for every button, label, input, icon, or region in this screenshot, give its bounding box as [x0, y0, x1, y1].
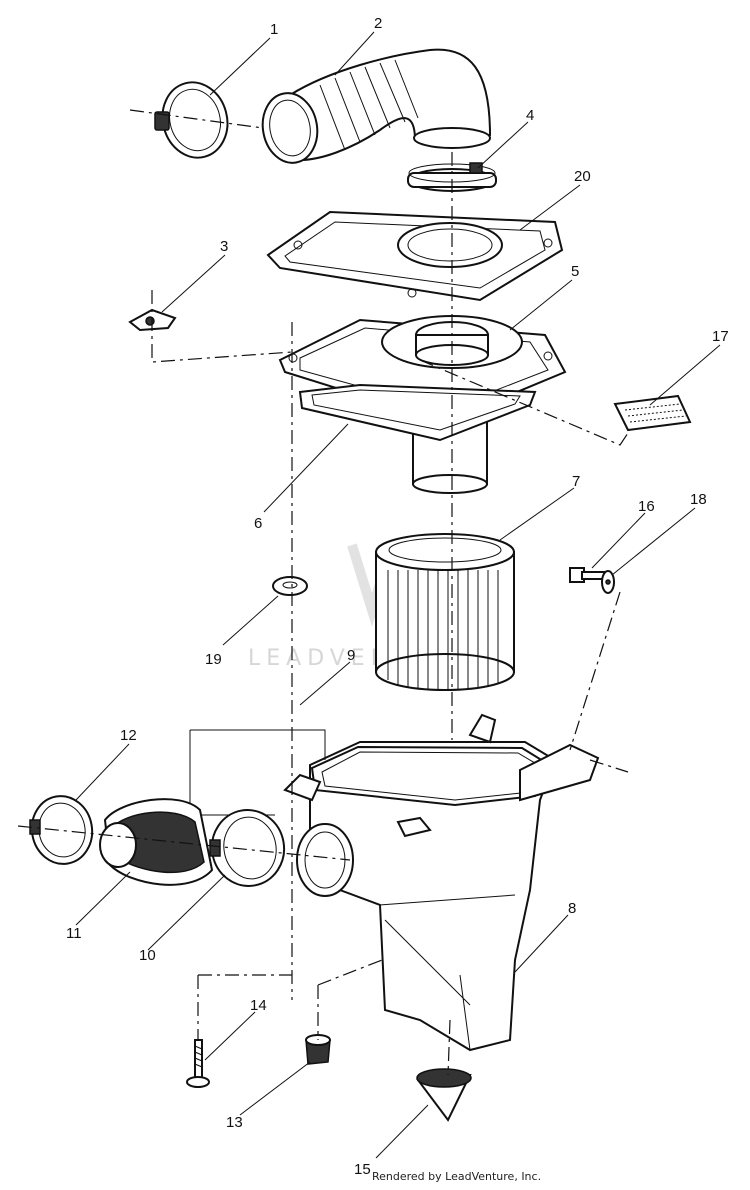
part-11-rubber-boot[interactable]	[99, 798, 214, 886]
part-16-bolt[interactable]	[569, 567, 605, 583]
callout-11: 11	[66, 925, 82, 942]
part-9-leader-frame	[189, 729, 326, 816]
part-17-decal[interactable]	[613, 394, 692, 432]
part-19-grommet[interactable]	[272, 576, 308, 596]
callout-15: 15	[354, 1161, 371, 1178]
part-18-washer[interactable]	[601, 570, 615, 594]
part-14-screw[interactable]	[186, 1039, 210, 1088]
part-7-filter-element[interactable]	[375, 533, 515, 691]
callout-17: 17	[712, 328, 729, 345]
callout-13: 13	[226, 1114, 243, 1131]
callout-19: 19	[205, 651, 222, 668]
callout-12: 12	[120, 727, 137, 744]
part-15-drain-valve[interactable]	[416, 1068, 472, 1122]
callout-8: 8	[568, 900, 576, 917]
footer-credit: Rendered by LeadVenture, Inc.	[372, 1170, 542, 1183]
callout-labels: 1 2 3 4 5 6 7 8 9 10 11 12 13 14 15 16 1…	[66, 15, 729, 1178]
part-6-gasket[interactable]	[298, 383, 537, 442]
callout-16: 16	[638, 498, 655, 515]
callout-4: 4	[526, 107, 534, 124]
leader-lines	[75, 31, 721, 1159]
callout-20: 20	[574, 168, 591, 185]
part-8-airbox-body[interactable]	[283, 713, 600, 1052]
callout-1: 1	[270, 21, 278, 38]
callout-2: 2	[374, 15, 382, 32]
part-10-clamp-ring[interactable]	[206, 804, 290, 891]
callout-9: 9	[347, 647, 355, 664]
callout-18: 18	[690, 491, 707, 508]
callout-6: 6	[254, 515, 262, 532]
part-20-cover-plate[interactable]	[266, 210, 564, 302]
callout-3: 3	[220, 238, 228, 255]
assembly-axes	[17, 152, 631, 1076]
callout-10: 10	[139, 947, 156, 964]
callout-14: 14	[250, 997, 267, 1014]
part-1-hose-clamp[interactable]	[129, 75, 301, 165]
part-12-hose-clamp[interactable]	[27, 791, 98, 868]
callout-5: 5	[571, 263, 579, 280]
part-2-intake-elbow[interactable]	[257, 48, 492, 168]
callout-7: 7	[572, 473, 580, 490]
